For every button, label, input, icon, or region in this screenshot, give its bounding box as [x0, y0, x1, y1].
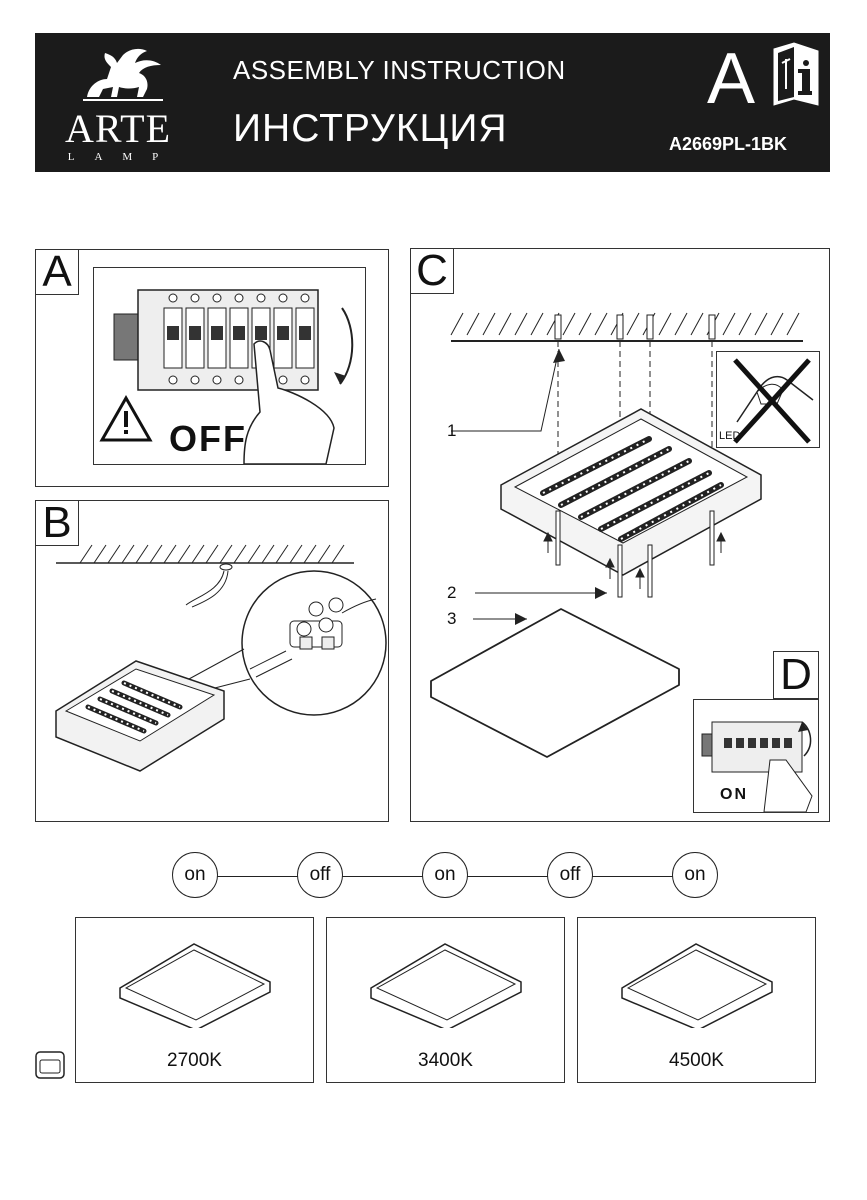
panel-c-letter: C [411, 249, 454, 294]
brand-sub: LAMP [67, 151, 179, 163]
panel-d-letter: D [773, 651, 819, 699]
wiring-illustration [55, 544, 387, 772]
no-touch-led-warning: LED [716, 351, 820, 448]
switch-step-5: on [672, 852, 718, 898]
arrow-up-icon [543, 531, 726, 589]
dowel-icon [554, 314, 716, 340]
led-label: LED [719, 430, 741, 442]
wall-switch-icon [35, 1051, 65, 1079]
panel-d-illustration: ON [693, 699, 819, 813]
panel-a-illustration: OFF [93, 267, 366, 465]
lamp-icon [119, 943, 271, 1028]
temp-label-2: 3400K [418, 1050, 473, 1071]
panel-a: A [35, 249, 389, 487]
off-label: OFF [169, 418, 247, 459]
switch-sequence: on off on off on [170, 852, 720, 900]
temp-panel-1: 2700K [75, 917, 314, 1083]
switch-step-2: off [297, 852, 343, 898]
callout-3: 3 [447, 609, 457, 628]
manual-book-icon [773, 42, 819, 106]
switch-step-4: off [547, 852, 593, 898]
mounting-illustration [430, 312, 803, 758]
switch-step-1: on [172, 852, 218, 898]
terminal-block-icon [289, 597, 344, 650]
rotate-arrow-icon [339, 307, 354, 385]
lamp-icon [621, 943, 773, 1028]
temp-label-3: 4500K [669, 1050, 724, 1071]
panel-a-letter: A [36, 250, 79, 295]
header-letter: A [707, 39, 756, 119]
warning-triangle-icon [99, 394, 153, 442]
circuit-breaker-on-icon [701, 721, 813, 812]
temp-label-1: 2700K [167, 1050, 222, 1071]
panel-b: B [35, 500, 389, 822]
wires-icon [185, 570, 225, 606]
lamp-icon [370, 943, 522, 1028]
circuit-breaker-icon [99, 289, 354, 465]
model-code: A2669PL-1BK [669, 134, 788, 154]
panel-c: C [410, 248, 830, 822]
brand-name: ARTE [64, 106, 172, 151]
on-label: ON [720, 786, 748, 803]
hand-icon [243, 340, 335, 465]
callout-2: 2 [447, 583, 457, 602]
header-banner: ARTE LAMP ASSEMBLY INSTRUCTION ИНСТРУКЦИ… [35, 33, 830, 172]
lion-logo-icon [83, 48, 163, 101]
temp-panel-3: 4500K [577, 917, 816, 1083]
crossed-out-hand-icon [733, 358, 814, 444]
temp-panel-2: 3400K [326, 917, 565, 1083]
title-en: ASSEMBLY INSTRUCTION [233, 55, 566, 85]
callout-1: 1 [447, 421, 457, 440]
switch-step-3: on [422, 852, 468, 898]
panel-b-letter: B [36, 501, 79, 546]
brand-logo: ARTE LAMP [57, 45, 179, 165]
title-ru: ИНСТРУКЦИЯ [233, 107, 508, 150]
screw-icon [555, 510, 715, 598]
